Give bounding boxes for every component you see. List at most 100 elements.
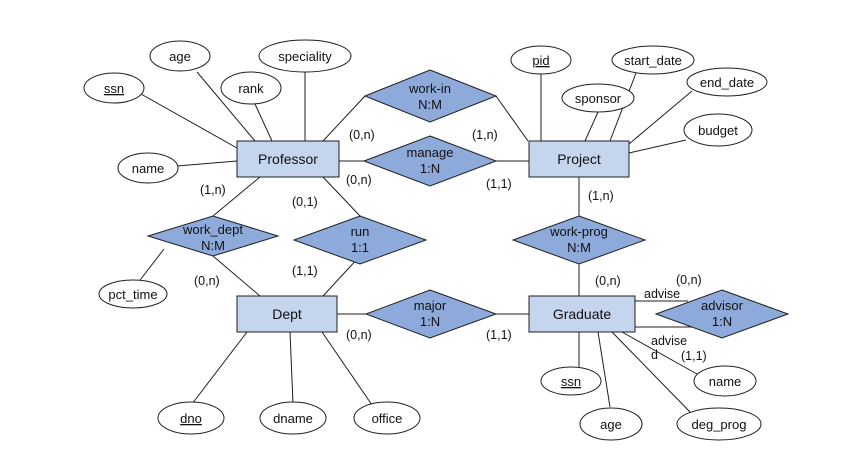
attribute-project-pid-label: pid xyxy=(532,53,549,68)
relationship-advisor[interactable]: advisor 1:N xyxy=(654,289,790,339)
attribute-professor-age[interactable]: age xyxy=(149,40,211,72)
role-label-advise-bottom-d: d xyxy=(651,348,658,362)
attribute-graduate-ssn-label: ssn xyxy=(561,374,581,389)
attribute-graduate-deg-prog[interactable]: deg_prog xyxy=(676,407,762,441)
entity-dept[interactable]: Dept xyxy=(236,295,338,333)
attribute-project-sponsor[interactable]: sponsor xyxy=(561,83,635,113)
edge-grad-name xyxy=(621,331,698,375)
relationship-work-dept-cardinality: N:M xyxy=(201,238,225,253)
relationship-major-cardinality: 1:N xyxy=(420,314,440,329)
edge-prof-age xyxy=(196,71,256,142)
attribute-professor-age-label: age xyxy=(169,49,191,64)
cardinality-manage-professor: (0,n) xyxy=(346,173,372,187)
edge-dept-dname xyxy=(289,331,294,405)
cardinality-advisor-top: (0,n) xyxy=(676,273,702,287)
connectors xyxy=(136,71,698,413)
edge-prof-name xyxy=(176,160,238,167)
relationship-manage-cardinality: 1:N xyxy=(420,161,440,176)
edge-run-dept xyxy=(322,255,361,297)
cardinality-advisor-bottom: (1,1) xyxy=(681,349,707,363)
edge-proj-end xyxy=(628,90,693,145)
attribute-dept-dno[interactable]: dno xyxy=(157,401,225,435)
cardinality-manage-project: (1,1) xyxy=(486,177,512,191)
attribute-graduate-ssn[interactable]: ssn xyxy=(540,366,602,396)
relationship-work-dept[interactable]: work_dept N:M xyxy=(146,215,280,257)
attribute-project-end-date-label: end_date xyxy=(700,75,754,90)
attribute-work-dept-pct-time-label: pct_time xyxy=(108,287,157,302)
cardinality-workdept-dept: (0,n) xyxy=(194,274,220,288)
attribute-graduate-name[interactable]: name xyxy=(693,365,757,397)
attribute-graduate-deg-prog-label: deg_prog xyxy=(692,417,747,432)
attribute-graduate-age-label: age xyxy=(600,417,622,432)
relationship-work-in-name: work-in xyxy=(408,81,451,96)
edge-proj-sponsor xyxy=(584,111,599,142)
relationship-major[interactable]: major 1:N xyxy=(364,289,498,339)
attribute-project-end-date[interactable]: end_date xyxy=(686,67,768,97)
attribute-professor-ssn-label: ssn xyxy=(104,81,124,96)
role-label-advise-top: advise xyxy=(644,287,680,301)
entity-project[interactable]: Project xyxy=(528,140,630,178)
relationship-advisor-name: advisor xyxy=(701,298,744,313)
edge-workin-proj xyxy=(495,95,529,142)
relationship-work-prog-name: work-prog xyxy=(549,224,608,239)
edge-grad-degprog xyxy=(611,331,691,413)
attribute-project-budget[interactable]: budget xyxy=(683,113,753,147)
attribute-project-sponsor-label: sponsor xyxy=(575,91,622,106)
cardinality-run-dept: (1,1) xyxy=(292,264,318,278)
attribute-project-budget-label: budget xyxy=(698,123,738,138)
edge-prof-workin xyxy=(322,95,366,142)
attribute-dept-office[interactable]: office xyxy=(353,401,421,435)
entity-dept-label: Dept xyxy=(272,306,302,322)
relationship-advisor-cardinality: 1:N xyxy=(712,314,732,329)
entity-professor[interactable]: Professor xyxy=(236,140,340,178)
relationship-work-prog-cardinality: N:M xyxy=(567,240,591,255)
edge-workdept-pcttime xyxy=(136,248,165,285)
edge-prof-run xyxy=(322,176,361,217)
relationship-run-name: run xyxy=(351,224,370,239)
attribute-professor-name-label: name xyxy=(132,161,165,176)
entity-graduate[interactable]: Graduate xyxy=(528,295,636,333)
edge-proj-budget xyxy=(628,139,687,154)
cardinality-run-professor: (0,1) xyxy=(292,195,318,209)
attribute-dept-dname[interactable]: dname xyxy=(259,401,327,435)
attribute-professor-name[interactable]: name xyxy=(117,152,179,184)
edge-workdept-dept xyxy=(212,255,261,297)
role-label-advise-bottom: advise xyxy=(651,334,687,348)
cardinality-labels: (0,n) (1,n) (0,n) (1,1) (1,n) (0,1) (1,n… xyxy=(194,128,707,363)
relationship-major-name: major xyxy=(414,298,447,313)
edge-dept-office xyxy=(321,331,373,406)
cardinality-workin-professor: (0,n) xyxy=(349,128,375,142)
edge-dept-dno xyxy=(191,331,248,405)
relationship-run[interactable]: run 1:1 xyxy=(292,215,428,265)
attribute-professor-speciality-label: speciality xyxy=(278,49,332,64)
attribute-professor-rank-label: rank xyxy=(238,81,264,96)
attribute-professor-speciality[interactable]: speciality xyxy=(258,39,352,73)
cardinality-major-dept: (0,n) xyxy=(346,328,372,342)
attribute-professor-ssn[interactable]: ssn xyxy=(83,72,145,104)
relationship-work-prog[interactable]: work-prog N:M xyxy=(511,215,647,265)
attribute-project-pid[interactable]: pid xyxy=(510,45,572,75)
cardinality-workdept-professor: (1,n) xyxy=(200,183,226,197)
relationship-work-in-cardinality: N:M xyxy=(418,97,442,112)
role-labels: advise advise d xyxy=(644,287,687,362)
entity-graduate-label: Graduate xyxy=(553,306,612,322)
attribute-dept-dname-label: dname xyxy=(273,411,313,426)
edge-prof-rank xyxy=(254,103,273,142)
relationship-work-in[interactable]: work-in N:M xyxy=(363,69,498,123)
entity-professor-label: Professor xyxy=(258,151,318,167)
relationship-manage[interactable]: manage 1:N xyxy=(362,135,498,187)
cardinality-workprog-graduate: (0,n) xyxy=(595,274,621,288)
edge-grad-age xyxy=(597,331,611,408)
attribute-professor-rank[interactable]: rank xyxy=(220,71,282,105)
attribute-work-dept-pct-time[interactable]: pct_time xyxy=(98,279,168,309)
attribute-dept-dno-label: dno xyxy=(180,411,202,426)
edge-prof-workdept xyxy=(212,176,261,217)
cardinality-major-graduate: (1,1) xyxy=(486,328,512,342)
attribute-dept-office-label: office xyxy=(372,411,403,426)
cardinality-workin-project: (1,n) xyxy=(472,128,498,142)
attribute-graduate-age[interactable]: age xyxy=(579,407,643,441)
relationship-run-cardinality: 1:1 xyxy=(351,240,369,255)
attribute-project-start-date[interactable]: start_date xyxy=(611,45,695,75)
